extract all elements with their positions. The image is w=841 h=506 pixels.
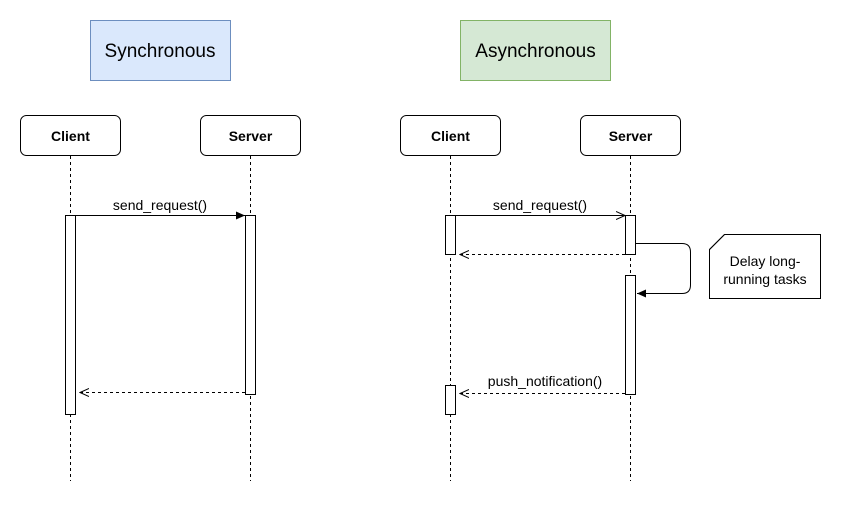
async-server-participant — [580, 115, 681, 156]
async-server-label: Server — [609, 128, 653, 144]
sync-title-box — [90, 20, 231, 81]
async-server-activation-2 — [625, 275, 636, 395]
sync-client-label: Client — [51, 128, 90, 144]
async-client-label: Client — [431, 128, 470, 144]
async-title: Asynchronous — [475, 41, 595, 62]
async-self-call-arrow — [636, 243, 691, 298]
sync-client-activation — [65, 215, 76, 415]
sync-request-label: send_request() — [113, 197, 207, 213]
sync-client-participant — [20, 115, 121, 156]
async-client-participant — [400, 115, 501, 156]
async-section: Asynchronous Client Server send_request(… — [400, 20, 821, 481]
async-note-fold — [709, 234, 725, 250]
async-request-label: send_request() — [493, 197, 587, 213]
async-client-activation-2 — [445, 385, 456, 415]
sync-server-label: Server — [229, 128, 273, 144]
async-title-box — [460, 20, 611, 81]
sync-section: Synchronous Client Server send_request() — [20, 20, 301, 481]
async-note-line-1: Delay long- — [730, 253, 801, 269]
sync-server-participant — [200, 115, 301, 156]
async-client-activation-1 — [445, 215, 456, 255]
sync-server-activation — [245, 215, 256, 395]
async-server-activation-1 — [625, 215, 636, 255]
async-note-line-2: running tasks — [723, 271, 806, 287]
async-notification-label: push_notification() — [488, 373, 602, 389]
sync-title: Synchronous — [105, 41, 216, 62]
